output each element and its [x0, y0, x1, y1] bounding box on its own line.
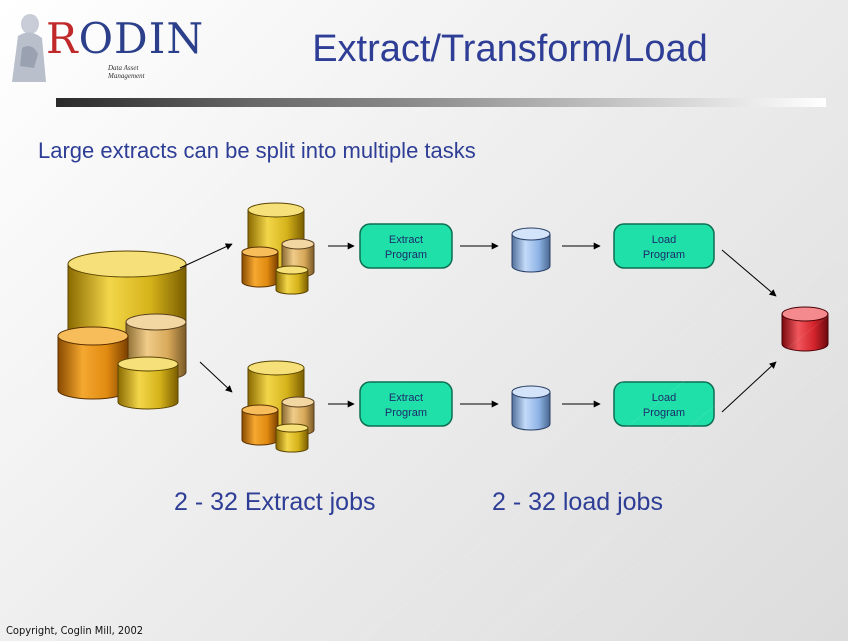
slide-title: Extract/Transform/Load	[312, 28, 708, 70]
caption-load-jobs: 2 - 32 load jobs	[492, 488, 663, 516]
source-small-gold-cylinder	[117, 356, 179, 410]
logo-tagline: Data Asset Management	[108, 64, 145, 80]
logo-wordmark: RODIN	[46, 14, 204, 63]
statue-icon	[12, 14, 46, 82]
rodin-logo: RODIN Data Asset Management	[8, 8, 203, 88]
arrow-top-load-to-target	[721, 249, 777, 297]
title-divider	[56, 98, 826, 107]
intermediate-file-bottom	[511, 385, 551, 431]
extract-bottom-label-line2: Program	[385, 407, 427, 419]
split-cluster-bottom	[241, 360, 315, 453]
extract-top-label-line1: Extract	[389, 234, 423, 246]
split-cluster-top	[241, 202, 315, 295]
load-bottom-label-line2: Program	[643, 407, 685, 419]
intermediate-file-top	[511, 227, 551, 273]
arrow-source-to-top	[179, 243, 233, 269]
logo-rest: ODIN	[78, 14, 205, 63]
source-database-cluster	[57, 250, 187, 410]
slide-subtitle: Large extracts can be split into multipl…	[38, 138, 476, 163]
extract-program-box-top: Extract Program	[359, 223, 453, 269]
extract-top-label-line2: Program	[385, 249, 427, 261]
copyright-footer: Copyright, Coglin Mill, 2002	[6, 624, 144, 637]
load-program-box-bottom: Load Program	[613, 381, 715, 427]
load-program-box-top: Load Program	[613, 223, 715, 269]
logo-tagline-line1: Data Asset	[108, 64, 139, 72]
load-bottom-label-line1: Load	[652, 392, 676, 404]
extract-bottom-label-line1: Extract	[389, 392, 423, 404]
arrow-bottom-load-to-target	[721, 361, 777, 413]
source-orange-cylinder	[57, 326, 129, 400]
logo-initial: R	[46, 14, 79, 63]
caption-extract-jobs: 2 - 32 Extract jobs	[174, 488, 376, 516]
load-top-label-line2: Program	[643, 249, 685, 261]
logo-text: RODIN	[46, 14, 204, 63]
extract-program-box-bottom: Extract Program	[359, 381, 453, 427]
load-top-label-line1: Load	[652, 234, 676, 246]
arrow-source-to-bottom	[199, 361, 233, 393]
logo-tagline-line2: Management	[108, 72, 145, 80]
background-texture	[299, 199, 848, 641]
target-database	[781, 306, 829, 352]
